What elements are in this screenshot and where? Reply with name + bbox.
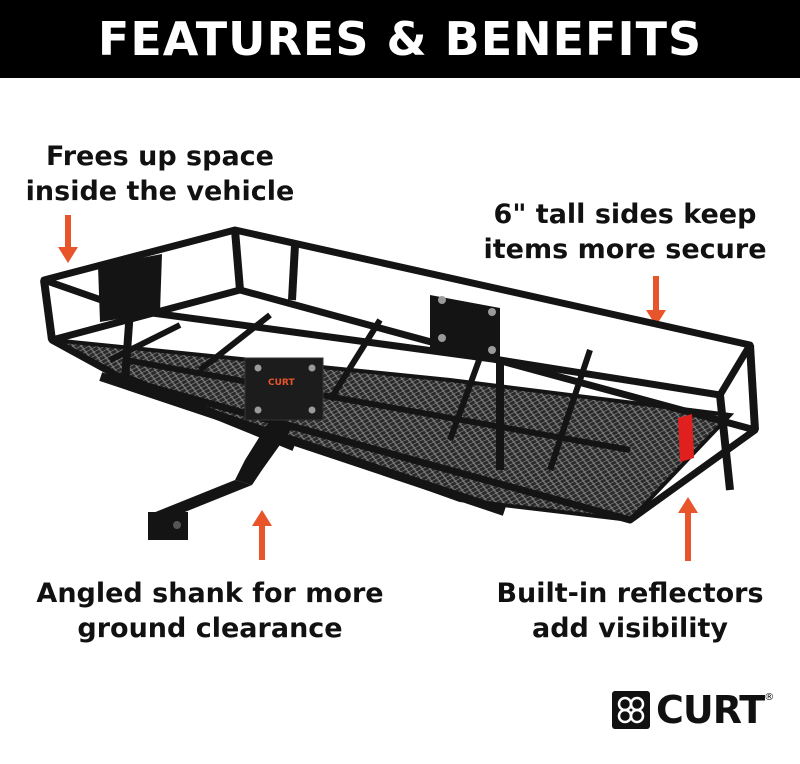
brand-logo: CURT ® <box>612 686 774 734</box>
page-title: FEATURES & BENEFITS <box>97 12 703 66</box>
arrow-up-icon <box>252 510 272 560</box>
callout-angled-shank: Angled shank for more ground clearance <box>20 576 400 646</box>
curt-logo-icon <box>612 691 650 729</box>
reflector <box>678 414 694 462</box>
callout-line: inside the vehicle <box>25 176 295 207</box>
callout-line: Frees up space <box>45 141 274 172</box>
callout-line: Built-in reflectors <box>496 578 764 609</box>
brand-name: CURT <box>656 688 765 732</box>
arrow-down-icon <box>646 276 666 326</box>
cargo-carrier-image: CURT <box>40 226 759 540</box>
callout-line: add visibility <box>531 613 729 644</box>
callout-frees-space: Frees up space inside the vehicle <box>20 139 300 209</box>
callout-line: items more secure <box>483 234 767 265</box>
plate-brand-text: CURT <box>268 378 295 388</box>
header-banner: FEATURES & BENEFITS <box>0 0 800 78</box>
callout-line: 6" tall sides keep <box>493 199 757 230</box>
callout-line: Angled shank for more <box>36 578 384 609</box>
arrow-up-icon <box>678 497 698 561</box>
callout-line: ground clearance <box>77 613 343 644</box>
callout-reflectors: Built-in reflectors add visibility <box>480 576 780 646</box>
arrow-down-icon <box>58 215 78 263</box>
registered-mark: ® <box>764 692 775 703</box>
callout-tall-sides: 6" tall sides keep items more secure <box>460 197 790 267</box>
